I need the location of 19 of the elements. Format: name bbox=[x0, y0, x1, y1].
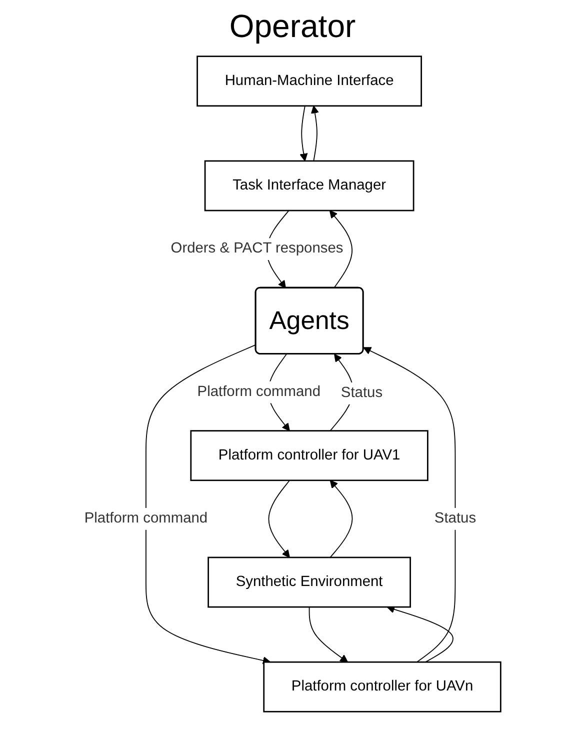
node-box: Task Interface Manager bbox=[204, 160, 414, 212]
edge-label: Status bbox=[434, 510, 476, 526]
edge-label: Platform command bbox=[84, 510, 208, 526]
arrow bbox=[300, 105, 308, 162]
edge-label: Platform command bbox=[197, 384, 321, 400]
node-box: Human-Machine Interface bbox=[196, 56, 422, 107]
arrow bbox=[329, 210, 353, 289]
node-box: Platform controller for UAVn bbox=[263, 661, 502, 712]
arrow bbox=[363, 347, 456, 663]
node-box: Platform controller for UAV1 bbox=[190, 430, 428, 482]
arrow bbox=[308, 606, 348, 662]
arrow bbox=[268, 480, 290, 558]
edge-label: Orders & PACT responses bbox=[170, 240, 344, 256]
diagram-title: Operator bbox=[229, 8, 356, 45]
arrow bbox=[146, 344, 271, 664]
node-box: Synthetic Environment bbox=[208, 556, 411, 608]
arrow bbox=[310, 106, 319, 162]
arrow bbox=[330, 480, 353, 558]
edge-label: Status bbox=[340, 385, 383, 401]
